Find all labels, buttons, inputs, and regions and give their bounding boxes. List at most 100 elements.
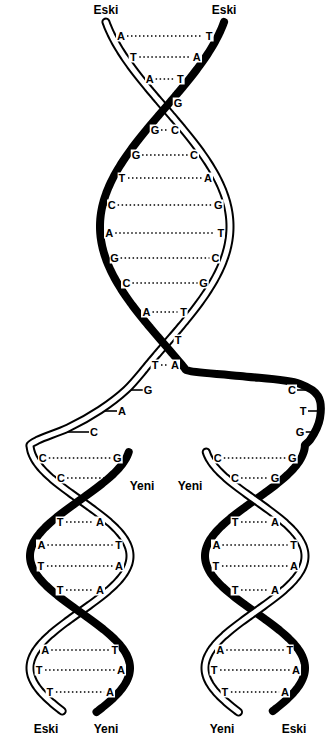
strand-fill: [30, 22, 230, 711]
strand-label: Eski: [280, 722, 309, 736]
base-letter: G: [112, 453, 123, 464]
base-letter: T: [114, 540, 123, 551]
base-letter: C: [189, 150, 199, 161]
base-letter: G: [109, 253, 120, 264]
strand-label: Yeni: [128, 479, 157, 493]
base-letter: C: [210, 253, 220, 264]
hydrogen-bond: [118, 204, 213, 206]
base-letter: A: [116, 665, 126, 676]
hydrogen-bond: [47, 544, 112, 546]
base-letter: C: [107, 200, 117, 211]
base-letter: A: [95, 585, 105, 596]
base-letter: T: [35, 665, 44, 676]
base-letter: A: [117, 406, 127, 417]
base-letter: G: [173, 98, 184, 109]
base-letter: A: [215, 645, 225, 656]
base-letter: T: [118, 173, 127, 184]
strand-label: Eski: [32, 722, 61, 736]
base-letter: G: [143, 385, 154, 396]
hydrogen-bond: [66, 521, 94, 523]
hydrogen-bond: [231, 691, 279, 693]
base-letter: A: [192, 52, 202, 63]
dna-strands: [30, 22, 321, 712]
strand-black: [30, 452, 130, 712]
base-letter: T: [231, 585, 240, 596]
hydrogen-bond: [142, 154, 188, 156]
base-letter: T: [210, 665, 219, 676]
hydrogen-bond: [47, 565, 113, 567]
base-letter: A: [289, 561, 299, 572]
base-letter: A: [170, 360, 180, 371]
base-letter: C: [170, 125, 180, 136]
base-letter: C: [230, 473, 240, 484]
hydrogen-bond: [49, 457, 111, 459]
base-letter: T: [231, 517, 240, 528]
base-letter: C: [89, 427, 99, 438]
base-letter: A: [40, 645, 50, 656]
hydrogen-bond: [45, 669, 115, 671]
base-letter: T: [56, 517, 65, 528]
base-letter: A: [270, 585, 280, 596]
base-letter: C: [38, 453, 48, 464]
base-letter: T: [110, 645, 119, 656]
hydrogen-bond: [241, 589, 269, 591]
base-letter: T: [299, 406, 308, 417]
base-letter: A: [95, 517, 105, 528]
base-letter: G: [198, 278, 209, 289]
base-letter: A: [291, 665, 301, 676]
base-letter: A: [280, 687, 290, 698]
base-letter: C: [213, 453, 223, 464]
base-letter: A: [114, 561, 124, 572]
hydrogen-bond: [115, 232, 215, 234]
strand-label: Yeni: [208, 722, 237, 736]
base-letter: C: [56, 473, 66, 484]
strand-outline: [30, 22, 230, 711]
base-letter: G: [150, 125, 161, 136]
base-letter: T: [216, 228, 225, 239]
base-letter: T: [129, 52, 138, 63]
strand-label: Eski: [210, 3, 239, 17]
base-letter: G: [287, 453, 298, 464]
hydrogen-bond: [56, 691, 104, 693]
hydrogen-bond: [152, 311, 177, 313]
hydrogen-bond: [67, 477, 106, 479]
base-letter: A: [211, 540, 221, 551]
strand-fill: [205, 452, 305, 712]
hydrogen-bond: [241, 477, 269, 479]
base-letter: A: [145, 74, 155, 85]
hydrogen-bond: [222, 565, 288, 567]
base-letter: C: [287, 385, 297, 396]
strand-label: Yeni: [176, 479, 205, 493]
base-letter: T: [151, 360, 160, 371]
strand-outline: [205, 452, 305, 712]
base-letter: G: [213, 200, 224, 211]
base-letter: G: [270, 473, 281, 484]
base-letter: T: [37, 561, 46, 572]
base-letter: A: [104, 228, 114, 239]
base-letter: A: [270, 517, 280, 528]
base-letter: T: [179, 307, 188, 318]
hydrogen-bond: [220, 669, 290, 671]
hydrogen-bond: [161, 129, 169, 131]
base-letter: T: [221, 687, 230, 698]
hydrogen-bond: [128, 177, 202, 179]
hydrogen-bond: [51, 649, 109, 651]
hydrogen-bond: [224, 457, 286, 459]
base-letter: T: [212, 561, 221, 572]
base-letter: T: [174, 335, 183, 346]
base-letter: T: [176, 74, 185, 85]
base-letter: A: [203, 173, 213, 184]
base-letter: G: [295, 427, 306, 438]
hydrogen-bond: [156, 78, 175, 80]
hydrogen-bond: [66, 589, 94, 591]
hydrogen-bond: [222, 544, 287, 546]
hydrogen-bond: [132, 282, 197, 284]
hydrogen-bond: [226, 649, 284, 651]
base-letter: T: [285, 645, 294, 656]
base-letter: T: [205, 31, 214, 42]
base-letter: C: [121, 278, 131, 289]
hydrogen-bond: [127, 35, 203, 37]
